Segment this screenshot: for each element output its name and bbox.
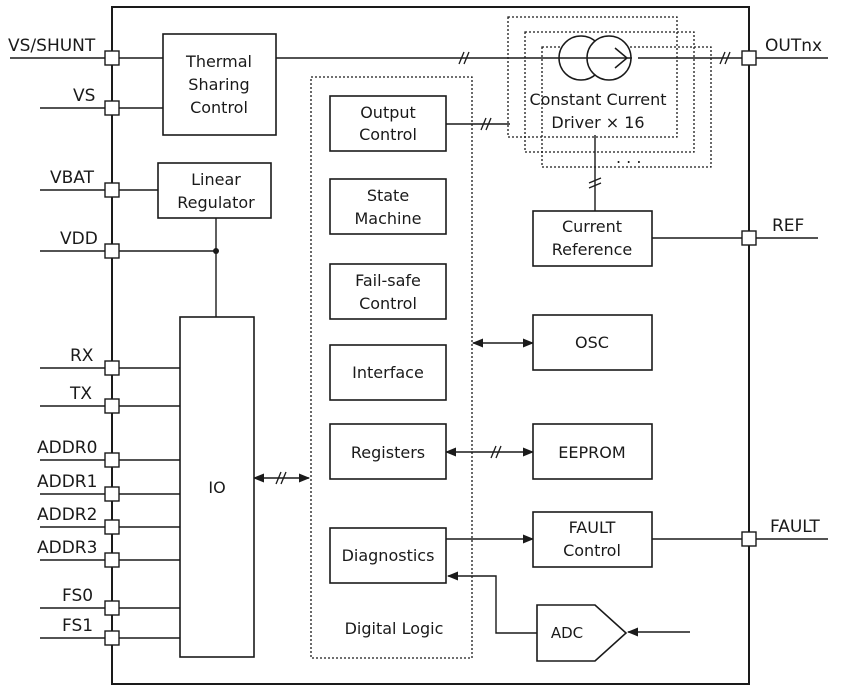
pin-ref: REF xyxy=(741,216,818,246)
pin-label-addr1: ADDR1 xyxy=(37,472,97,492)
current-source-icon xyxy=(558,35,632,81)
constant-current-label-line1: Constant Current xyxy=(529,90,666,109)
eeprom-label: EEPROM xyxy=(558,443,625,462)
linear-regulator-label-line1: Linear xyxy=(191,170,241,189)
pin-vdd: VDD xyxy=(40,229,120,259)
pin-vs-shunt: VS/SHUNT xyxy=(8,36,120,66)
registers-block: Registers xyxy=(329,423,447,480)
pin-label-rx: RX xyxy=(70,346,94,366)
eeprom-block: EEPROM xyxy=(532,423,653,480)
output-control-label-line1: Output xyxy=(360,103,416,122)
adc-label: ADC xyxy=(551,624,583,642)
io-label: IO xyxy=(208,478,225,497)
pin-label-fs1: FS1 xyxy=(62,616,93,636)
failsafe-control-block: Fail-safe Control xyxy=(329,263,447,320)
pin-label-fs0: FS0 xyxy=(62,586,93,606)
failsafe-label-line2: Control xyxy=(359,294,417,313)
pin-label-vs: VS xyxy=(73,86,95,106)
constant-current-label-line2: Driver × 16 xyxy=(551,113,644,132)
output-control-label-line2: Control xyxy=(359,125,417,144)
pin-label-tx: TX xyxy=(69,384,92,404)
pin-vs: VS xyxy=(40,86,120,116)
state-machine-label-line2: Machine xyxy=(355,209,422,228)
pin-fs0: FS0 xyxy=(40,586,120,616)
pin-addr1: ADDR1 xyxy=(37,472,120,502)
thermal-label-line3: Control xyxy=(190,98,248,117)
fault-control-label-line1: FAULT xyxy=(569,518,616,537)
registers-label: Registers xyxy=(351,443,425,462)
pin-outnx: OUTnx xyxy=(741,36,828,66)
pin-rx: RX xyxy=(40,346,120,376)
pin-label-fault: FAULT xyxy=(770,517,820,537)
state-machine-label-line1: State xyxy=(367,186,409,205)
pin-label-vdd: VDD xyxy=(60,229,98,249)
current-reference-block: Current Reference xyxy=(532,210,653,267)
pin-vbat: VBAT xyxy=(40,168,120,198)
state-machine-block: State Machine xyxy=(329,178,447,235)
pin-addr3: ADDR3 xyxy=(37,538,120,568)
current-reference-label-line1: Current xyxy=(562,217,622,236)
osc-label: OSC xyxy=(575,333,609,352)
pin-label-vbat: VBAT xyxy=(50,168,95,188)
pin-addr2: ADDR2 xyxy=(37,505,120,535)
thermal-label-line1: Thermal xyxy=(185,52,252,71)
fault-control-block: FAULT Control xyxy=(532,511,653,568)
pin-fault: FAULT xyxy=(741,517,828,547)
adc-block: ADC xyxy=(536,604,628,662)
osc-block: OSC xyxy=(532,314,653,371)
driver-stack-ellipsis: . . . xyxy=(616,148,641,167)
io-block: IO xyxy=(179,316,255,658)
fault-control-label-line2: Control xyxy=(563,541,621,560)
failsafe-label-line1: Fail-safe xyxy=(355,271,421,290)
current-reference-label-line2: Reference xyxy=(552,240,633,259)
pin-label-addr3: ADDR3 xyxy=(37,538,97,558)
interface-block: Interface xyxy=(329,344,447,401)
linear-regulator-block: Linear Regulator xyxy=(157,162,272,219)
pin-label-vs-shunt: VS/SHUNT xyxy=(8,36,96,56)
thermal-label-line2: Sharing xyxy=(188,75,249,94)
output-control-block: Output Control xyxy=(329,95,447,152)
pin-label-addr2: ADDR2 xyxy=(37,505,97,525)
bus-markers xyxy=(275,51,731,485)
pin-label-outnx: OUTnx xyxy=(765,36,822,56)
digital-logic-container: Digital Logic xyxy=(310,76,473,659)
pin-tx: TX xyxy=(40,384,120,414)
pin-label-ref: REF xyxy=(772,216,804,236)
diagnostics-block: Diagnostics xyxy=(329,527,447,584)
pin-label-addr0: ADDR0 xyxy=(37,438,97,458)
pin-fs1: FS1 xyxy=(40,616,120,646)
thermal-sharing-control-block: Thermal Sharing Control xyxy=(162,33,277,136)
digital-logic-label: Digital Logic xyxy=(345,619,444,638)
linear-regulator-label-line2: Regulator xyxy=(177,193,255,212)
pin-addr0: ADDR0 xyxy=(37,438,120,468)
diagnostics-label: Diagnostics xyxy=(342,546,435,565)
interface-label: Interface xyxy=(352,363,424,382)
